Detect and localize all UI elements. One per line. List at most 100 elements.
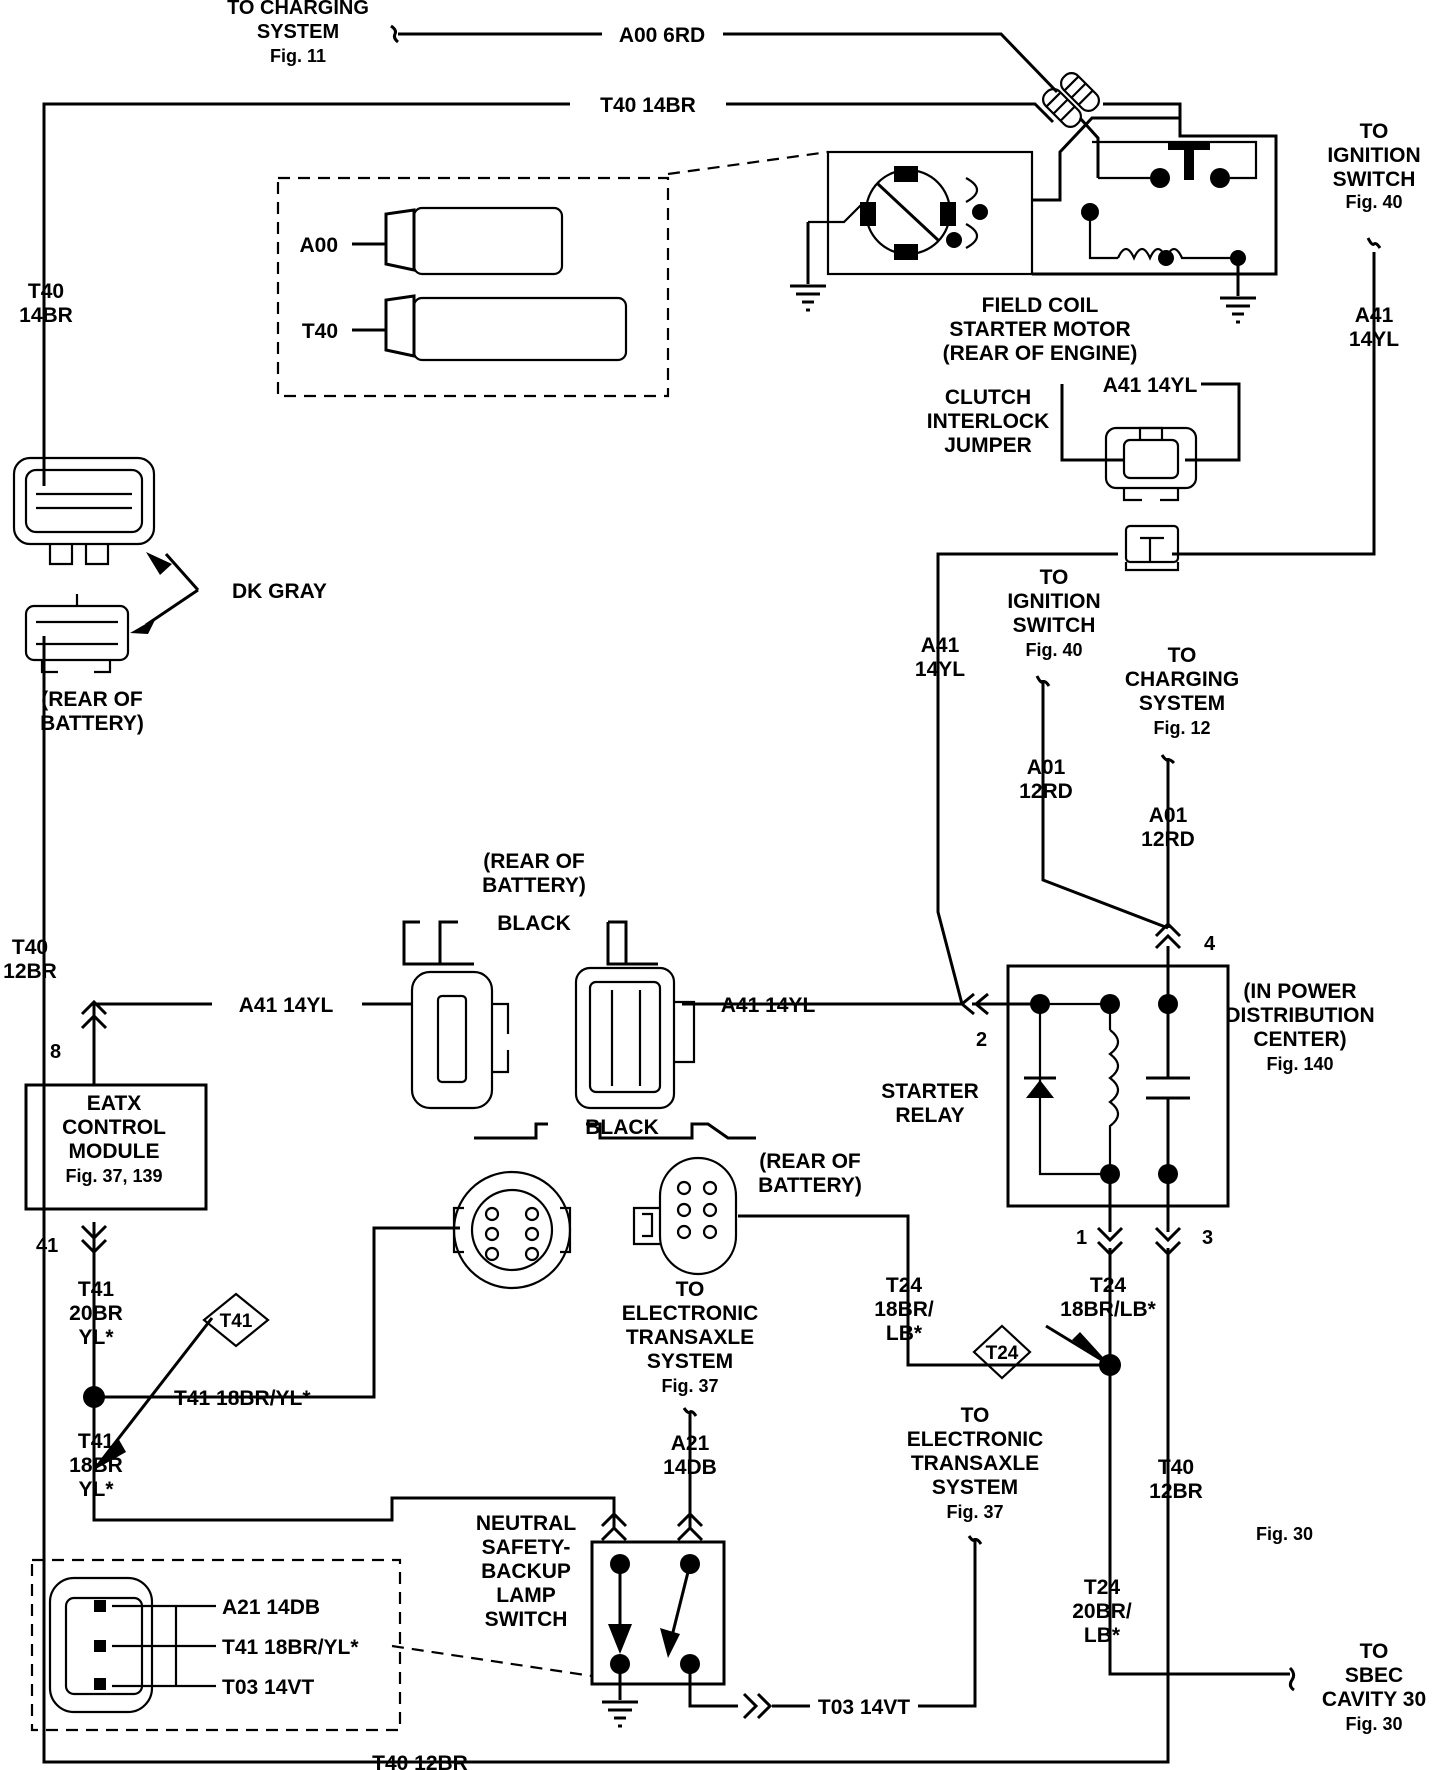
to-etx-mid-line4: SYSTEM [647,1350,733,1373]
clutch-jumper-connector [1104,426,1198,502]
switch-connector-inset [30,1558,402,1732]
eatx-fig: Fig. 37, 139 [65,1166,162,1186]
dk-gray-connectors [12,456,156,674]
neutral-switch-line1: NEUTRAL [476,1512,576,1535]
t41-18br-vertical-line2: 18BR [69,1454,123,1477]
to-charging-top-line1: TO CHARGING [227,0,369,19]
starter-motor-line3: (REAR OF ENGINE) [943,342,1138,365]
t41-18br-vertical-line1: T41 [78,1430,115,1453]
a01-right-line2: 12RD [1141,828,1195,851]
ground-symbols [602,284,1256,1728]
eatx-control-module [24,1083,208,1211]
inset-t03-label: T03 14VT [222,1676,314,1699]
starter-relay [1006,964,1230,1208]
t40-left-upper-line1: T40 [28,280,64,303]
to-etx-mid-line2: ELECTRONIC [622,1302,759,1325]
rear-battery-left-line1: (REAR OF [41,688,143,711]
t24-18br-left-line3: LB* [886,1322,923,1345]
a21-vertical-line1: A21 [671,1432,710,1455]
t24-20br-line2: 20BR/ [1072,1600,1132,1623]
a41-mid-vertical-line2: 14YL [915,658,965,681]
to-ignition-mid-line3: SWITCH [1013,614,1096,637]
to-sbec-line1: TO [1360,1640,1389,1663]
t40-left-upper-line2: 14BR [19,304,73,327]
to-charging-top-line2: SYSTEM [257,21,339,43]
to-sbec-fig: Fig. 30 [1345,1714,1402,1734]
labels: TO CHARGING SYSTEM Fig. 11 A00 6RD T40 1… [3,0,1426,1770]
black-bottom-label: BLACK [585,1116,659,1139]
clutch-jumper-line2: INTERLOCK [927,410,1050,433]
dk-gray-label: DK GRAY [232,580,327,603]
to-ignition-top-line2: IGNITION [1327,144,1420,167]
a41-mid-vertical-line1: A41 [921,634,960,657]
rear-battery-right-line1: (REAR OF [759,1150,861,1173]
rear-battery-top-line1: (REAR OF [483,850,585,873]
inset-t40-label: T40 [302,320,338,343]
t40-bottom-wire-label: T40 12BR [372,1752,468,1770]
t40-top-wire-label: T40 14BR [600,94,696,117]
pin-2-label: 2 [976,1029,987,1051]
pin-4-label: 4 [1204,933,1216,955]
neutral-safety-switch [590,1540,726,1686]
a01-left-line2: 12RD [1019,780,1073,803]
rear-battery-right-line2: BATTERY) [758,1174,862,1197]
pin-3-label: 3 [1202,1227,1213,1249]
clutch-jumper-line3: JUMPER [944,434,1032,457]
a00-wire-label: A00 6RD [619,24,705,47]
t40-12br-right-line2: 12BR [1149,1480,1203,1503]
inset-a00-label: A00 [299,234,338,257]
to-charging-mid-fig: Fig. 12 [1153,718,1210,738]
neutral-switch-line3: BACKUP [481,1560,571,1583]
t24-20br-line1: T24 [1084,1576,1121,1599]
a01-left-line1: A01 [1027,756,1066,779]
power-dist-line2: DISTRIBUTION [1225,1004,1374,1027]
to-charging-mid-line3: SYSTEM [1139,692,1225,715]
to-sbec-line2: SBEC [1345,1664,1403,1687]
a41-right-vertical-line2: 14YL [1349,328,1399,351]
t40-left-lower-line2: 12BR [3,960,57,983]
t41-20br-line2: 20BR [69,1302,123,1325]
rear-battery-left-line2: BATTERY) [40,712,144,735]
wire-network [42,24,1376,1764]
eatx-line3: MODULE [69,1140,160,1163]
to-etx-right-fig: Fig. 37 [946,1502,1003,1522]
t03-wire-label: T03 14VT [818,1696,910,1719]
a01-right-line1: A01 [1149,804,1188,827]
t24-18br-left-line2: 18BR/ [874,1298,934,1321]
clutch-jumper-wire-label: A41 14YL [1103,374,1198,397]
power-dist-fig: Fig. 140 [1266,1054,1333,1074]
starter-motor-line1: FIELD COIL [982,294,1099,317]
to-ignition-top-line3: SWITCH [1333,168,1416,191]
to-etx-right-line1: TO [961,1404,990,1427]
t40-12br-right-line1: T40 [1158,1456,1194,1479]
inset-t41-label: T41 18BR/YL* [222,1636,359,1659]
pin-8-label: 8 [50,1041,61,1063]
to-ignition-top-line1: TO [1360,120,1389,143]
wire-terminals [80,237,1382,1720]
t41-20br-line3: YL* [78,1326,114,1349]
t24-18br-right-line1: T24 [1090,1274,1127,1297]
to-etx-right-line4: SYSTEM [932,1476,1018,1499]
to-etx-right-line3: TRANSAXLE [911,1452,1039,1475]
eatx-line1: EATX [87,1092,141,1115]
starter-relay-line2: RELAY [895,1104,964,1127]
black-connectors [402,920,696,1110]
to-etx-mid-line3: TRANSAXLE [626,1326,754,1349]
a41-left-wire-label: A41 14YL [239,994,334,1017]
to-ignition-mid-line1: TO [1040,566,1069,589]
neutral-switch-line4: LAMP [496,1584,556,1607]
t24-18br-left-line1: T24 [886,1274,923,1297]
t41-18br-horizontal-label: T41 18BR/YL* [174,1387,311,1410]
to-etx-right-line2: ELECTRONIC [907,1428,1044,1451]
to-ignition-mid-fig: Fig. 40 [1025,640,1082,660]
t24-18br-right-line2: 18BR/LB* [1060,1298,1157,1321]
to-ignition-top-fig: Fig. 40 [1345,192,1402,212]
t41-18br-vertical-line3: YL* [78,1478,114,1501]
black-top-label: BLACK [497,912,571,935]
a41-right-wire-label: A41 14YL [721,994,816,1017]
to-charging-mid-line1: TO [1168,644,1197,667]
t24-badge: T24 [986,1343,1019,1364]
clutch-connector-mating [1124,524,1180,572]
t24-20br-line3: LB* [1084,1624,1121,1647]
power-dist-line3: CENTER) [1253,1028,1346,1051]
